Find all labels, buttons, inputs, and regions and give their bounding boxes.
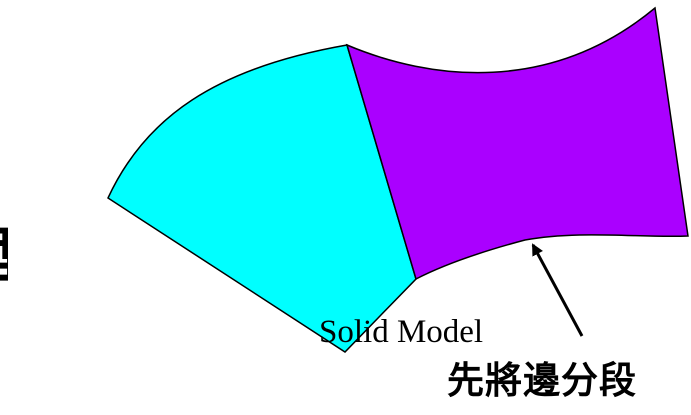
clipped-left-glyph-text: 型 [0,218,8,296]
clipped-left-glyph: 型 [0,218,8,296]
annotation-arrow [531,243,584,337]
purple-region [345,6,689,281]
edge-segmentation-label: 先將邊分段 [447,359,637,402]
solid-model-label: Solid Model [319,314,484,350]
